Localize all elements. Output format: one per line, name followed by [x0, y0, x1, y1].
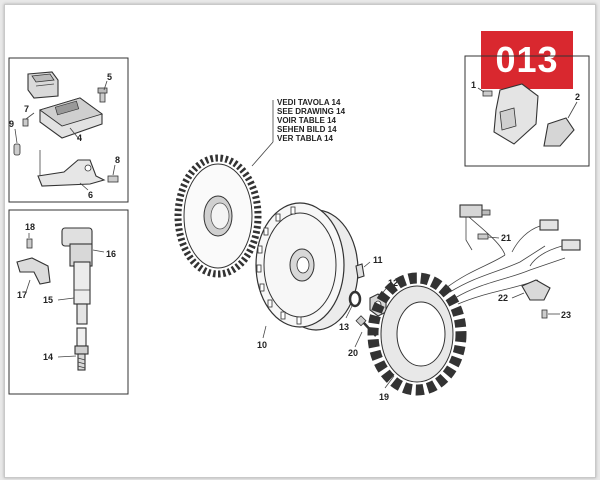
connector-plug-a [539, 219, 559, 231]
flywheel-rotor-part [255, 202, 359, 331]
callout-8: 8 [115, 155, 120, 165]
callout-18: 18 [25, 222, 35, 232]
stator-19-part [367, 272, 467, 396]
screw-7-part [22, 118, 29, 127]
screw-23-part [541, 309, 548, 319]
clamp-22-part [521, 279, 551, 301]
reference-note-line-1: VEDI TAVOLA 14 [277, 98, 341, 107]
callout-23: 23 [561, 310, 571, 320]
reference-note-line-4: SEHEN BILD 14 [277, 125, 337, 134]
reference-note-line-2: SEE DRAWING 14 [277, 107, 346, 116]
inset-box-ecu [8, 57, 129, 203]
callout-4: 4 [77, 133, 82, 143]
pickup-cover-2-part [543, 117, 575, 147]
callout-17: 17 [17, 290, 27, 300]
callout-7: 7 [24, 104, 29, 114]
reference-note-line-5: VER TABLA 14 [277, 134, 334, 143]
screw-1-part [482, 90, 493, 97]
callout-11: 11 [373, 255, 383, 265]
callout-13: 13 [339, 322, 349, 332]
coil-head-part [61, 227, 93, 267]
callout-14: 14 [43, 352, 53, 362]
callout-12: 12 [388, 278, 398, 288]
screw-5-part [97, 87, 108, 103]
callout-2: 2 [575, 92, 580, 102]
inset-box-pickup [464, 55, 590, 167]
starter-ring-gear [174, 154, 262, 278]
callout-15: 15 [43, 295, 53, 305]
connector-plug-b [561, 239, 581, 251]
washer-13-part [348, 290, 362, 308]
callout-16: 16 [106, 249, 116, 259]
woodruff-key-11-part [355, 263, 365, 279]
callout-22: 22 [498, 293, 508, 303]
callout-6: 6 [88, 190, 93, 200]
page-code-badge: 013 [481, 31, 573, 89]
coil-body-15-part [73, 261, 91, 325]
screw-21-part [477, 233, 489, 240]
bracket-17-part [16, 257, 51, 285]
screw-18-part [26, 238, 33, 249]
ecu-unit-part [39, 97, 103, 139]
callout-20: 20 [348, 348, 358, 358]
pickup-connector-part [459, 204, 491, 218]
spark-plug-14-part [74, 327, 89, 371]
bracket-6-part [37, 150, 106, 187]
callout-1: 1 [471, 80, 476, 90]
callout-5: 5 [107, 72, 112, 82]
clip-8-part [107, 175, 119, 183]
ecu-connector-part [27, 71, 59, 99]
callout-19: 19 [379, 392, 389, 402]
callout-21: 21 [501, 233, 511, 243]
pickup-sensor-part [493, 83, 539, 145]
reference-note: VEDI TAVOLA 14 SEE DRAWING 14 VOIR TABLE… [251, 98, 346, 167]
inset-box-ignition-coil [8, 209, 129, 395]
callout-10: 10 [257, 340, 267, 350]
grommet-9-part [13, 143, 21, 156]
reference-note-line-3: VOIR TABLE 14 [277, 116, 337, 125]
callout-9: 9 [9, 119, 14, 129]
